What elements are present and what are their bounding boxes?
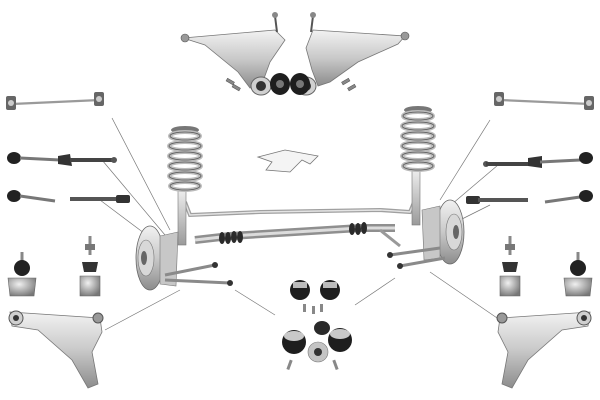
bushing-set-upper — [290, 280, 340, 314]
stabilizer-link-right — [494, 92, 594, 110]
tie-rod-end-right — [466, 190, 593, 204]
rack-boot-left — [219, 231, 243, 244]
ball-joint-right-outer — [563, 252, 593, 297]
wheel-hub-right — [421, 199, 465, 265]
upper-right-control-arm — [295, 12, 410, 96]
strut-spring-right — [400, 106, 436, 226]
tie-rod-end-left — [7, 190, 130, 203]
direction-arrow-icon — [256, 149, 319, 173]
tie-rod-right — [483, 152, 593, 168]
assembly-lower-rods — [164, 246, 446, 285]
rack-boot-right — [349, 222, 367, 235]
lower-control-arm-left — [8, 310, 104, 389]
ball-joint-left-outer — [7, 252, 37, 297]
bushing-set-lower — [282, 321, 352, 371]
lower-control-arm-right — [496, 310, 592, 389]
mounting-bolts-top — [225, 77, 357, 92]
stabilizer-bar — [183, 199, 417, 218]
strut-spring-left — [167, 126, 203, 246]
bushing-pair-top — [270, 73, 310, 95]
leader-lines — [99, 117, 501, 331]
stabilizer-link-left — [6, 92, 104, 110]
tie-rod-left — [7, 152, 117, 166]
upper-left-control-arm — [180, 12, 286, 96]
steering-rack — [194, 222, 401, 248]
ball-joint-right-inner — [499, 236, 521, 297]
ball-joint-left-inner — [79, 236, 101, 297]
